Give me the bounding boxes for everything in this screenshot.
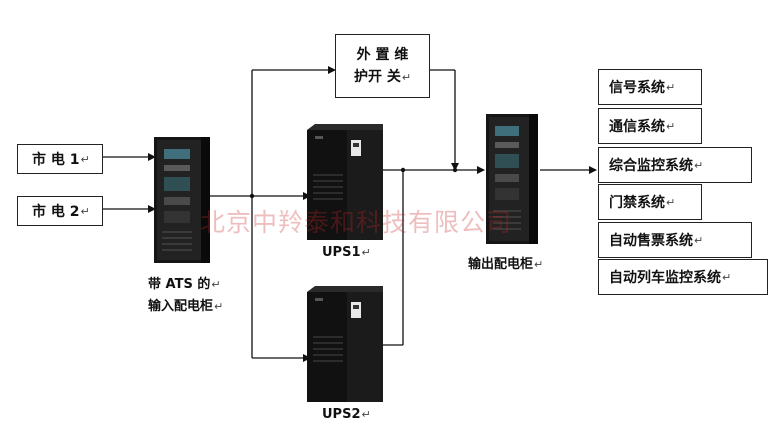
- input-cabinet-label-line1: 带 ATS 的: [148, 277, 211, 292]
- system-label: 自动售票系统: [609, 233, 693, 249]
- system-label: 通信系统: [609, 119, 665, 135]
- bypass-switch-box: 外 置 维 护开 关↵: [335, 34, 430, 98]
- system-box-ticketing: 自动售票系统↵: [598, 222, 752, 258]
- source-label-2: 市 电 2: [32, 204, 80, 220]
- bypass-switch-line1: 外 置 维: [356, 46, 409, 63]
- system-label: 信号系统: [609, 80, 665, 96]
- input-cabinet-label-line2: 输入配电柜: [148, 299, 214, 314]
- system-box-signal: 信号系统↵: [598, 69, 702, 105]
- system-box-train-supervision: 自动列车监控系统↵: [598, 259, 768, 295]
- ups1-label: UPS1: [322, 245, 361, 260]
- ups2-image: [307, 286, 383, 402]
- input-cabinet-caption: 带 ATS 的↵ 输入配电柜↵: [148, 277, 224, 314]
- ups2-label: UPS2: [322, 407, 361, 422]
- ups1-image: [307, 124, 383, 240]
- system-box-integrated-monitoring: 综合监控系统↵: [598, 147, 752, 183]
- output-cabinet-image: [486, 114, 538, 244]
- system-label: 自动列车监控系统: [609, 270, 721, 286]
- bypass-switch-line2: 护开 关: [353, 68, 401, 85]
- ups1-caption: UPS1↵: [322, 245, 371, 260]
- system-label: 门禁系统: [609, 195, 665, 211]
- output-cabinet-label: 输出配电柜: [468, 257, 534, 272]
- system-label: 综合监控系统: [609, 158, 693, 174]
- source-box-1: 市 电 1↵: [17, 144, 103, 174]
- input-cabinet-image: [154, 137, 210, 263]
- system-box-communication: 通信系统↵: [598, 108, 702, 144]
- source-box-2: 市 电 2↵: [17, 196, 103, 226]
- output-cabinet-caption: 输出配电柜↵: [468, 257, 544, 272]
- source-label-1: 市 电 1: [32, 152, 80, 168]
- system-box-access-control: 门禁系统↵: [598, 184, 702, 220]
- ups2-caption: UPS2↵: [322, 407, 371, 422]
